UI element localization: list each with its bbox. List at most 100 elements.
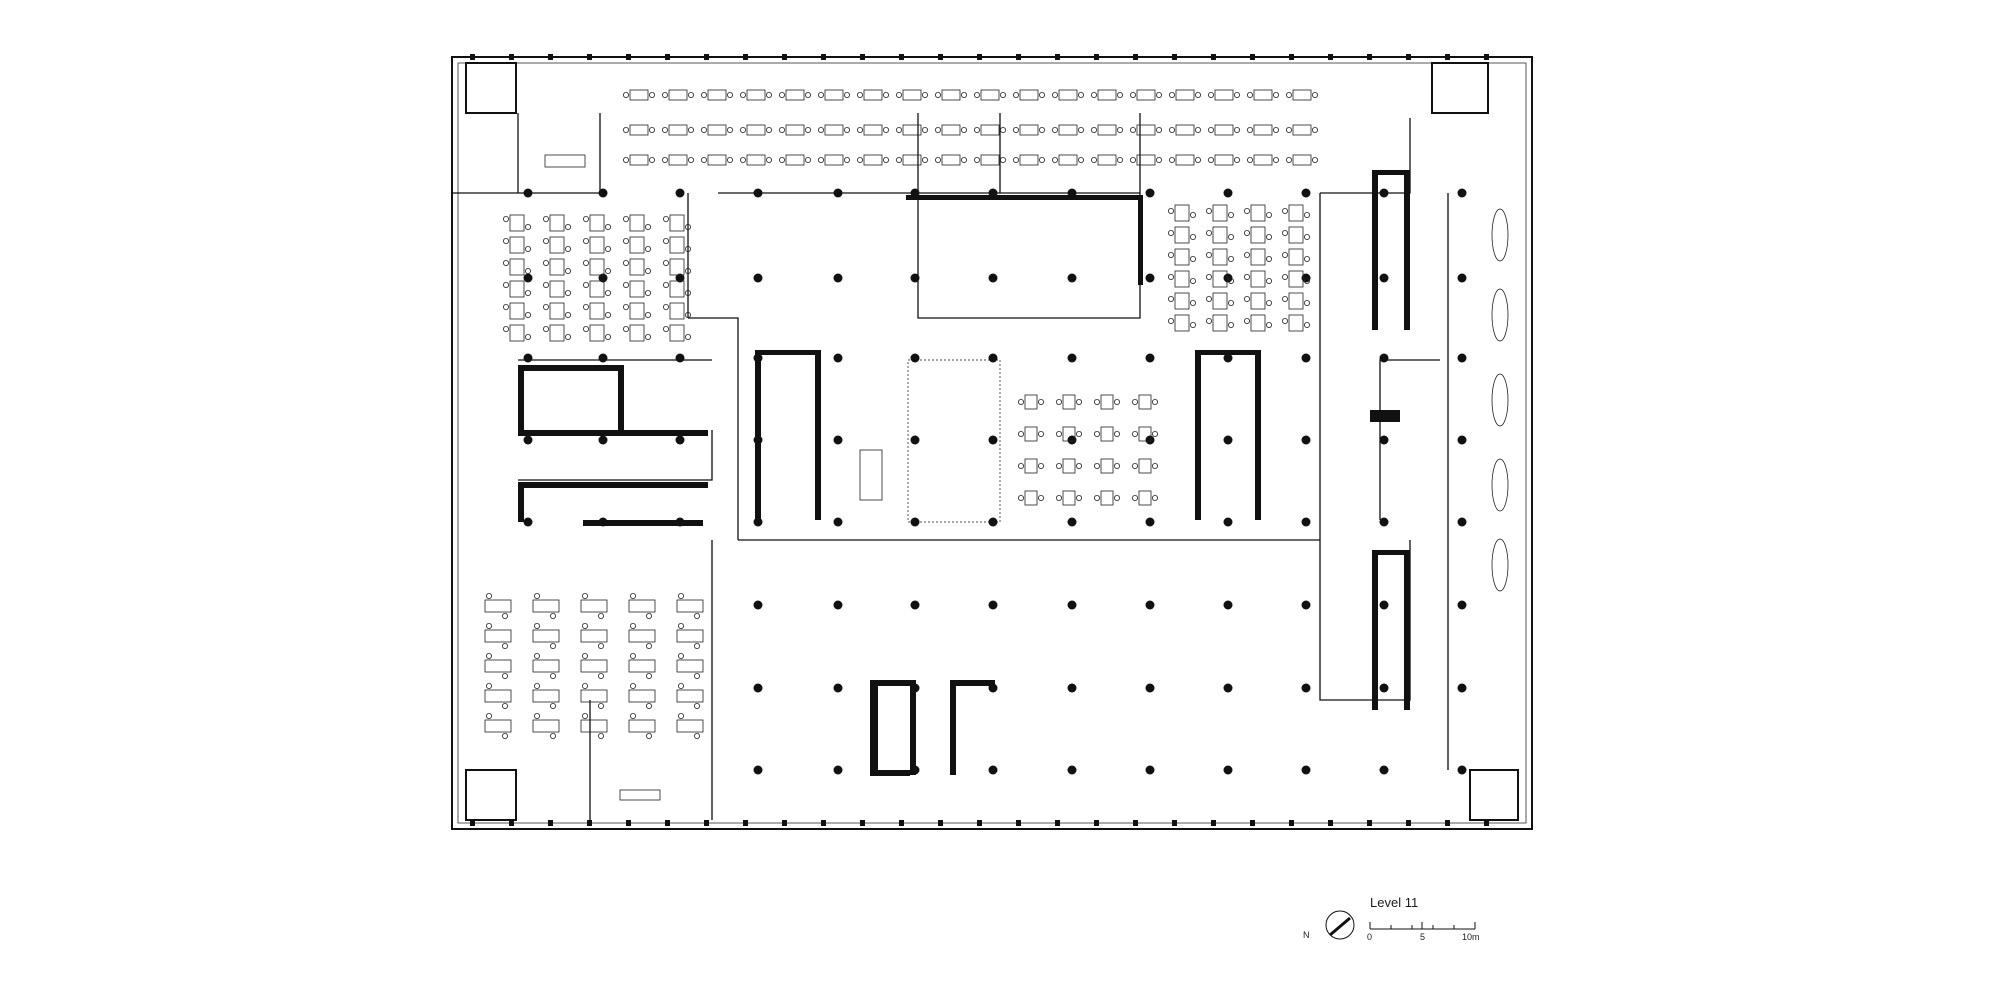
chair	[1018, 430, 1025, 437]
desk	[509, 302, 525, 320]
mullion	[548, 54, 553, 60]
column	[1067, 765, 1077, 775]
chair	[1039, 92, 1046, 99]
chair	[678, 593, 685, 600]
chair	[694, 613, 701, 620]
chair	[623, 237, 630, 244]
meeting-table	[1491, 458, 1509, 512]
chair	[583, 325, 590, 332]
desk	[589, 302, 605, 320]
column	[753, 683, 763, 693]
chair	[1244, 295, 1251, 302]
desk	[1024, 458, 1038, 474]
chair	[550, 613, 557, 620]
column	[1145, 683, 1155, 693]
column	[1223, 600, 1233, 610]
desk	[668, 89, 688, 101]
desk	[1174, 270, 1190, 288]
chair	[1266, 321, 1273, 328]
chair	[1056, 430, 1063, 437]
desk	[628, 689, 656, 703]
mullion	[470, 820, 475, 826]
mullion	[743, 54, 748, 60]
chair	[961, 156, 968, 163]
chair	[502, 303, 509, 310]
column	[833, 435, 843, 445]
desk	[628, 599, 656, 613]
desk	[1288, 314, 1304, 332]
mullion	[743, 820, 748, 826]
chair	[1130, 92, 1137, 99]
mullion	[1211, 820, 1216, 826]
chair	[685, 267, 692, 274]
chair	[727, 127, 734, 134]
desk	[676, 719, 704, 733]
chair	[1091, 156, 1098, 163]
column	[598, 517, 608, 527]
chair	[565, 289, 572, 296]
mullion	[548, 820, 553, 826]
desk	[629, 124, 649, 136]
corner-core-nw	[465, 62, 517, 114]
chair	[646, 613, 653, 620]
column	[1457, 600, 1467, 610]
chair	[598, 673, 605, 680]
chair	[1273, 156, 1280, 163]
column	[1379, 765, 1389, 775]
desk	[629, 154, 649, 166]
chair	[630, 623, 637, 630]
mullion	[782, 54, 787, 60]
desk	[1288, 270, 1304, 288]
column	[753, 765, 763, 775]
chair	[1195, 92, 1202, 99]
desk	[1062, 458, 1076, 474]
mullion	[665, 54, 670, 60]
chair	[844, 92, 851, 99]
column	[675, 353, 685, 363]
chair	[805, 92, 812, 99]
chair	[1304, 299, 1311, 306]
chair	[645, 223, 652, 230]
chair	[1091, 127, 1098, 134]
desk	[669, 280, 685, 298]
chair	[1304, 321, 1311, 328]
desk	[707, 89, 727, 101]
desk	[1174, 248, 1190, 266]
desk	[676, 659, 704, 673]
desk	[1253, 154, 1273, 166]
desk	[1253, 89, 1273, 101]
desk	[532, 719, 560, 733]
chair	[1234, 92, 1241, 99]
chair	[662, 156, 669, 163]
chair	[1282, 317, 1289, 324]
chair	[1208, 127, 1215, 134]
chair	[646, 673, 653, 680]
chair	[844, 156, 851, 163]
mullion	[1406, 54, 1411, 60]
chair	[598, 613, 605, 620]
chair	[1304, 277, 1311, 284]
chair	[896, 92, 903, 99]
chair	[1013, 92, 1020, 99]
chair	[1094, 494, 1101, 501]
chair	[645, 245, 652, 252]
desk	[532, 659, 560, 673]
desk	[1288, 248, 1304, 266]
chair	[694, 673, 701, 680]
mullion	[860, 820, 865, 826]
mullion	[1016, 54, 1021, 60]
chair	[1094, 462, 1101, 469]
mullion	[1055, 820, 1060, 826]
desk	[484, 719, 512, 733]
chair	[1228, 299, 1235, 306]
desk	[484, 629, 512, 643]
chair	[1282, 251, 1289, 258]
column	[1457, 188, 1467, 198]
chair	[1169, 156, 1176, 163]
desk	[1100, 458, 1114, 474]
desk	[484, 659, 512, 673]
chair	[663, 281, 670, 288]
desk	[1292, 154, 1312, 166]
mullion	[587, 54, 592, 60]
columns	[523, 188, 1467, 775]
